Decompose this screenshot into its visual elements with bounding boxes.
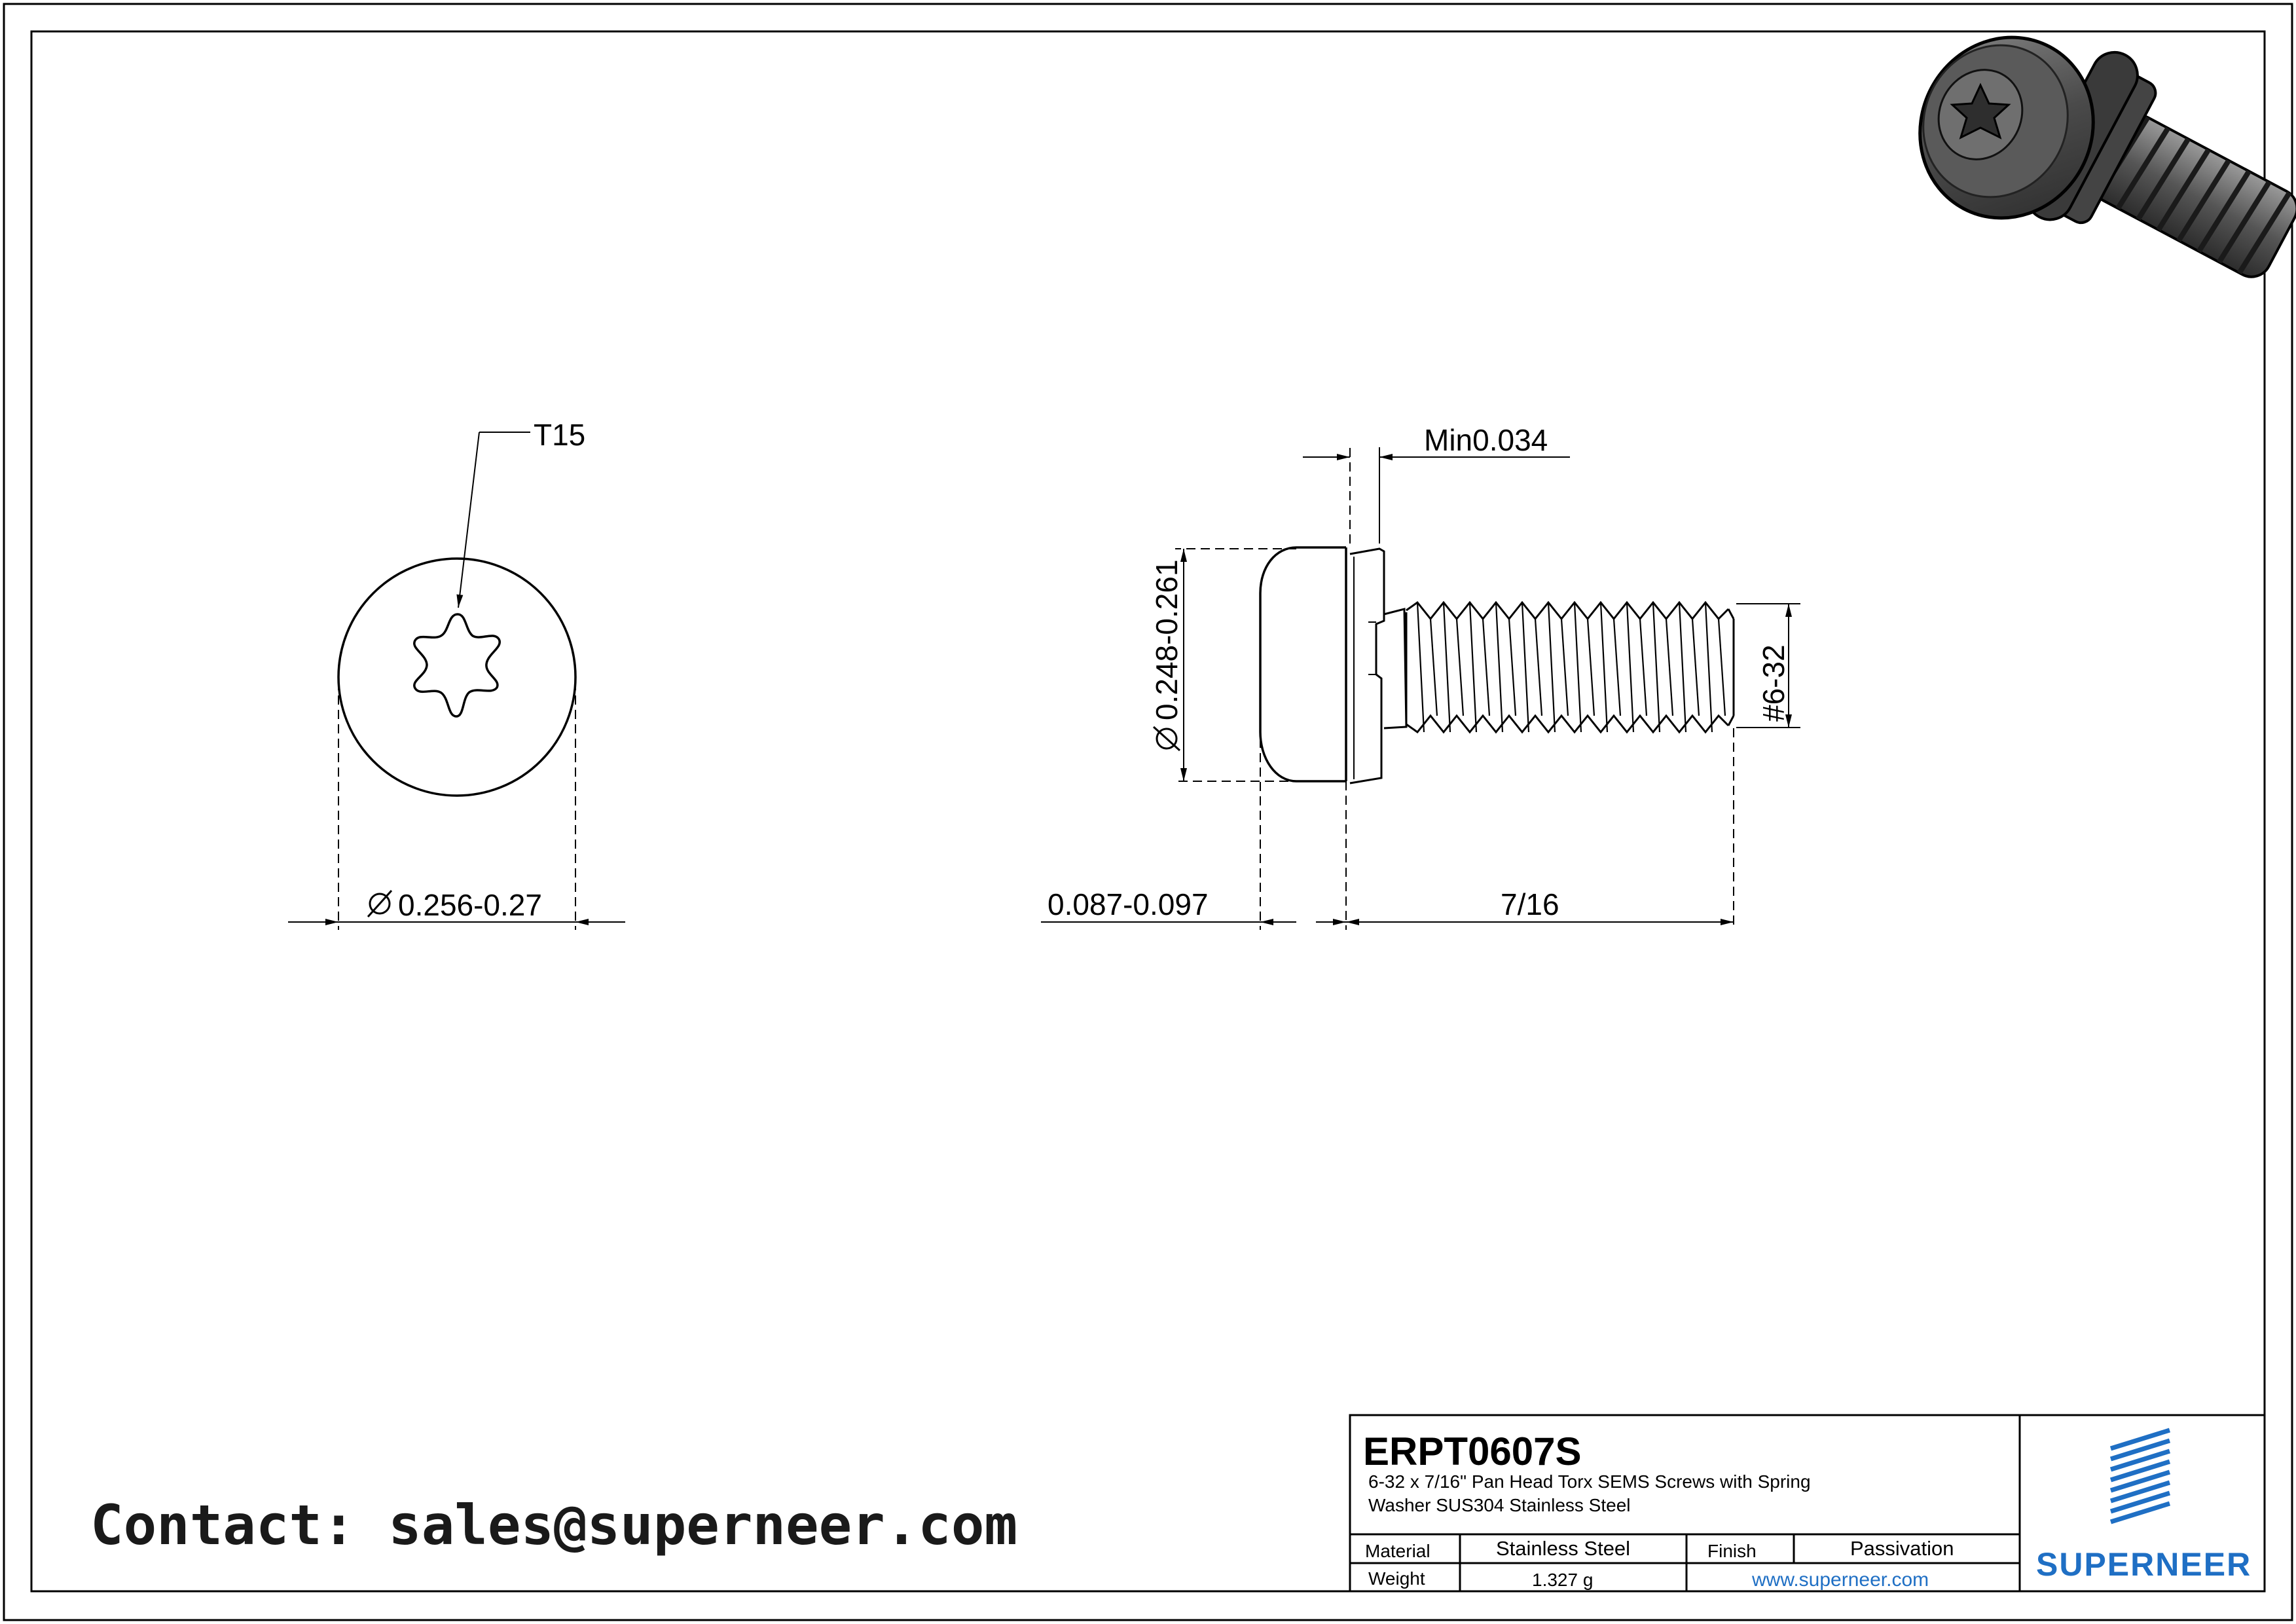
screw-side-view [1259, 546, 1735, 784]
washer-thickness-callout: Min0.034 [1424, 423, 1548, 457]
brand-name: SUPERNEER [2036, 1546, 2251, 1583]
screw-3d-render [1918, 35, 2296, 278]
head-diameter-callout: 0.256-0.27 [398, 888, 542, 922]
washer-diameter-callout: 0.248-0.261 [1150, 559, 1184, 720]
material-label: Material [1365, 1541, 1430, 1561]
head-top-view [288, 432, 625, 930]
part-number: ERPT0607S [1363, 1430, 1582, 1473]
length-callout: 7/16 [1501, 887, 1559, 921]
side-view-dimensions [1041, 447, 1800, 930]
superneer-logo-icon [2109, 1428, 2171, 1524]
drive-callout: T15 [534, 418, 585, 452]
website-link[interactable]: www.superneer.com [1751, 1569, 1929, 1591]
description-line1: 6-32 x 7/16" Pan Head Torx SEMS Screws w… [1368, 1471, 1811, 1492]
head-height-callout: 0.087-0.097 [1048, 887, 1209, 921]
weight-value: 1.327 g [1532, 1570, 1593, 1590]
finish-value: Passivation [1850, 1537, 1954, 1560]
finish-label: Finish [1707, 1541, 1757, 1561]
description-line2: Washer SUS304 Stainless Steel [1368, 1495, 1631, 1515]
head-diameter-dimension: 0.256-0.27 [367, 888, 542, 922]
contact-email: Contact: sales@superneer.com [90, 1493, 1017, 1557]
washer-diameter-dimension: 0.248-0.261 [1150, 559, 1184, 752]
diameter-symbol-icon [1152, 726, 1181, 752]
thread-callout: #6-32 [1757, 644, 1791, 722]
material-value: Stainless Steel [1496, 1537, 1630, 1560]
weight-label: Weight [1368, 1568, 1425, 1589]
diameter-symbol-icon [367, 889, 393, 918]
title-block [1349, 1414, 2266, 1593]
